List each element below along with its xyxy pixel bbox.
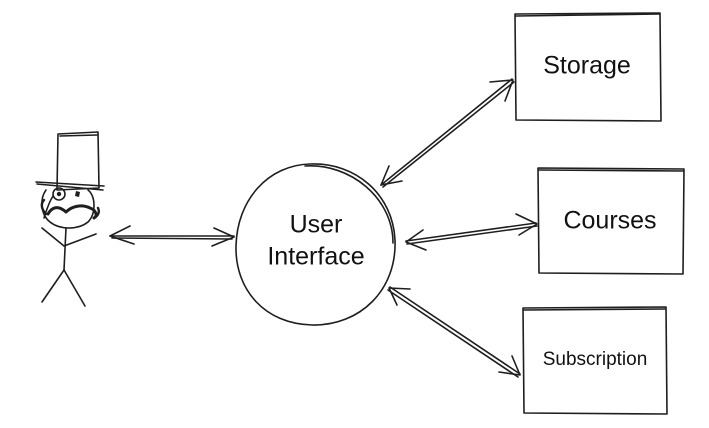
user-interface-label-line2: Interface	[267, 243, 364, 271]
subscription-label: Subscription	[543, 349, 648, 370]
arrow-actor-ui	[109, 225, 235, 247]
arrow-ui-storage	[380, 78, 515, 188]
courses-label: Courses	[563, 207, 656, 235]
storage-label: Storage	[543, 52, 631, 80]
storage-node: Storage	[514, 12, 662, 122]
user-interface-label-line1: User	[290, 211, 343, 239]
subscription-node: Subscription	[522, 306, 668, 415]
arrow-ui-courses	[405, 213, 538, 251]
user-interface-node: User Interface	[235, 163, 396, 326]
stick-figure-top-hat-icon	[35, 131, 105, 307]
arrow-ui-subscription	[387, 286, 521, 378]
courses-node: Courses	[537, 167, 685, 275]
